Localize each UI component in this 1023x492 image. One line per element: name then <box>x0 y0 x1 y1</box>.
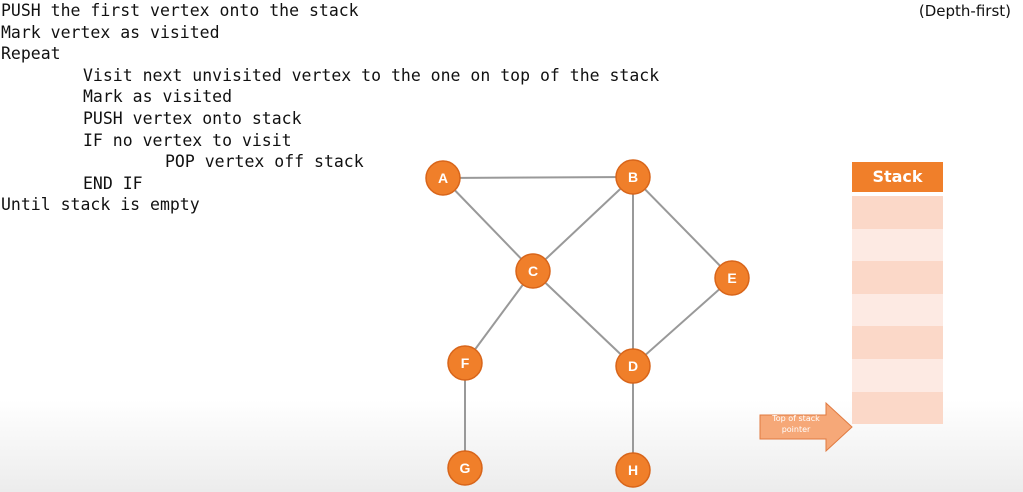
pseudocode-line: Mark as visited <box>83 87 233 107</box>
top-of-stack-pointer-label: Top of stack pointer <box>772 414 820 434</box>
node-label: G <box>460 460 471 476</box>
node-label: B <box>628 169 638 185</box>
stack: Stack <box>852 162 943 425</box>
edge-C-D <box>532 270 634 367</box>
node-D: D <box>615 348 651 384</box>
pseudocode-line: IF no vertex to visit <box>83 130 292 150</box>
stack-header: Stack <box>852 162 943 192</box>
node-B: B <box>615 159 651 195</box>
node-label: A <box>438 170 448 186</box>
node-A: A <box>425 160 461 196</box>
edge-A-C <box>442 177 534 272</box>
pseudocode-line: PUSH vertex onto stack <box>83 108 302 128</box>
node-F: F <box>447 345 483 381</box>
edge-B-E <box>632 176 733 279</box>
node-G: G <box>447 450 483 486</box>
algorithm-title: (Depth-first) <box>918 2 1011 20</box>
stack-slot <box>852 196 943 229</box>
stack-slot <box>852 261 943 294</box>
pseudocode-line: Mark vertex as visited <box>1 22 220 42</box>
pseudocode-line: PUSH the first vertex onto the stack <box>1 1 359 20</box>
edge-A-B <box>442 176 634 179</box>
node-label: F <box>461 355 470 371</box>
stack-slot <box>852 358 943 392</box>
node-label: E <box>727 270 736 286</box>
stack-slot <box>852 228 943 262</box>
edge-D-E <box>632 277 733 367</box>
node-H: H <box>615 452 651 488</box>
pseudocode-line: Visit next unvisited vertex to the one o… <box>83 65 660 85</box>
pseudocode-line: Until stack is empty <box>1 195 200 215</box>
node-C: C <box>515 253 551 289</box>
stack-slot <box>852 326 943 359</box>
node-E: E <box>714 260 750 296</box>
node-label: C <box>528 263 538 279</box>
edge-B-C <box>532 176 634 272</box>
top-of-stack-pointer-arrow <box>759 401 853 453</box>
stack-slot <box>852 391 943 425</box>
pseudocode-line: Repeat <box>1 44 61 64</box>
node-label: D <box>628 358 638 374</box>
stack-slot <box>852 293 943 327</box>
node-label: H <box>628 462 638 478</box>
pseudocode-line: END IF <box>83 173 143 193</box>
pseudocode-line: POP vertex off stack <box>165 152 364 172</box>
edge-C-F <box>464 270 534 364</box>
